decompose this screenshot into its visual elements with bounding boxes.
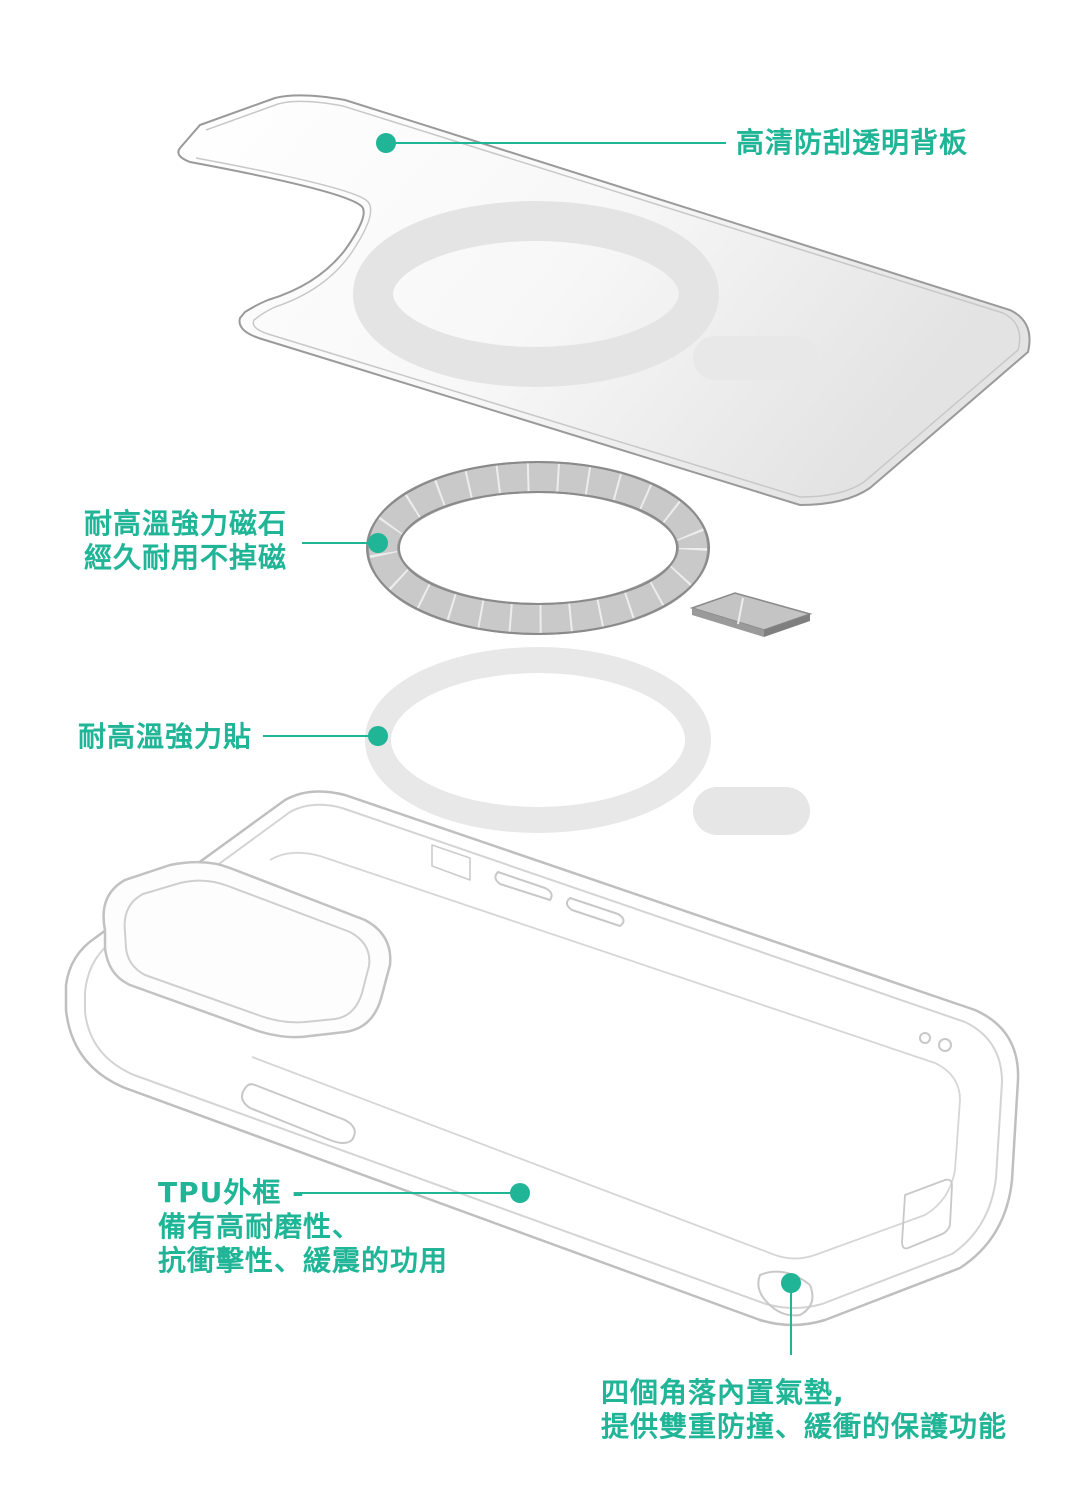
callout-corner-airbag: 四個角落內置氣墊, 提供雙重防撞、緩衝的保護功能 (601, 1376, 1007, 1444)
callout-dots (368, 133, 801, 1293)
adhesive-sticker (365, 647, 810, 835)
callout-corner-airbag-line2: 提供雙重防撞、緩衝的保護功能 (601, 1410, 1008, 1443)
camera-cutout (102, 860, 392, 1039)
callout-dot-back-panel (376, 133, 396, 153)
callout-dot-magnet (368, 533, 388, 553)
callout-tpu-frame-line1: TPU外框 - (158, 1176, 305, 1209)
panel-ring-print (353, 201, 719, 387)
callout-magnet-line2: 經久耐用不掉磁 (84, 541, 288, 574)
magnet-bar (689, 592, 813, 637)
callout-tpu-frame-line2: 備有高耐磨性、 (158, 1210, 362, 1243)
magnet-ring (366, 461, 710, 635)
callout-dot-tpu-frame (510, 1183, 530, 1203)
callout-adhesive-line1: 耐高溫強力貼 (78, 720, 253, 753)
callout-lines (263, 142, 792, 1355)
callout-adhesive: 耐高溫強力貼 (78, 720, 252, 754)
callout-tpu-frame-line3: 抗衝擊性、緩震的功用 (158, 1244, 449, 1277)
callout-dot-adhesive (368, 726, 388, 746)
callout-dot-corner-airbag (781, 1273, 801, 1293)
callout-back-panel: 高清防刮透明背板 (736, 126, 968, 160)
callout-back-panel-line1: 高清防刮透明背板 (736, 126, 969, 159)
case-side-button (241, 1083, 356, 1144)
callout-corner-airbag-line1: 四個角落內置氣墊, (601, 1376, 845, 1409)
callout-tpu-frame: TPU外框 - 備有高耐磨性、 抗衝擊性、緩震的功用 (158, 1176, 448, 1278)
panel-tab-print (693, 336, 819, 380)
callout-magnet: 耐高溫強力磁石 經久耐用不掉磁 (84, 507, 287, 575)
back-panel (177, 94, 1031, 507)
clear-case (64, 790, 1020, 1327)
callout-magnet-line1: 耐高溫強力磁石 (84, 507, 288, 540)
